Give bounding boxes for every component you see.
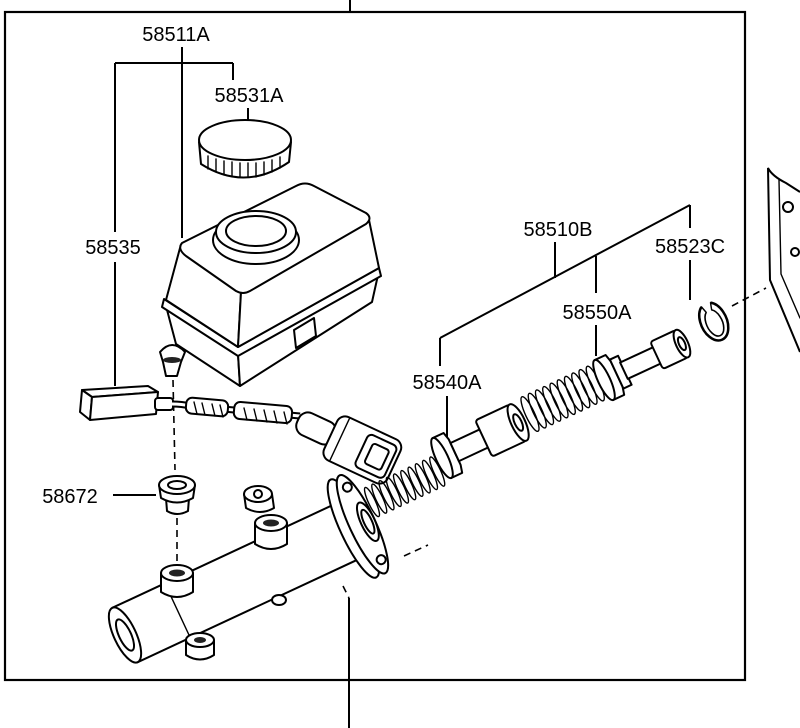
secondary-piston xyxy=(430,403,530,480)
coil xyxy=(407,466,424,497)
cap-top xyxy=(198,119,292,161)
coil xyxy=(520,395,540,433)
part-labels: 58511A 58531A 58535 58510B 58523C 58550A… xyxy=(42,24,725,508)
coil xyxy=(414,463,431,494)
mounting-lug xyxy=(243,485,275,513)
label-reservoir-cap: 58531A xyxy=(215,85,285,107)
leader-58510B-bar xyxy=(439,204,691,339)
coil xyxy=(371,483,388,514)
reservoir-bushing xyxy=(158,475,196,515)
label-snap-ring: 58523C xyxy=(655,236,725,258)
outlet-port-rear-hole xyxy=(194,637,206,643)
label-primary-piston: 58550A xyxy=(563,302,633,324)
guide-sensor-to-bushing xyxy=(172,379,176,471)
coil xyxy=(549,382,569,419)
grommet-band xyxy=(163,357,181,363)
label-bushing: 58672 xyxy=(42,486,98,508)
coil xyxy=(421,459,439,491)
snap-ring-outer xyxy=(698,301,730,342)
primary-end-recess xyxy=(676,336,687,352)
sensor-stub xyxy=(154,397,174,411)
coil xyxy=(556,379,576,416)
bore-inner xyxy=(360,508,376,535)
snap-ring-ends xyxy=(700,301,713,314)
coil xyxy=(385,476,402,508)
connector-latch xyxy=(328,416,351,462)
sensor-connector xyxy=(295,411,403,485)
reservoir-neck-opening xyxy=(225,215,287,247)
coil xyxy=(542,385,562,422)
frame-border xyxy=(3,10,747,682)
inlet-boss-front xyxy=(254,514,288,550)
bracket-hole-lower xyxy=(790,247,800,257)
frame xyxy=(3,0,747,728)
boss-front-hole xyxy=(263,519,279,527)
mounting-bracket xyxy=(767,167,800,353)
bracket-flange xyxy=(778,179,800,319)
label-level-sensor: 58535 xyxy=(85,237,141,259)
label-secondary-piston: 58540A xyxy=(413,372,483,394)
snap-ring xyxy=(698,301,730,342)
master-cylinder xyxy=(107,474,390,664)
secondary-head-recess xyxy=(512,413,525,432)
bracket-outline xyxy=(767,167,800,353)
coil xyxy=(563,375,584,412)
guide-bracket-axis xyxy=(731,287,767,307)
coil xyxy=(578,368,598,405)
label-reservoir-assembly: 58511A xyxy=(142,24,210,46)
boss-rear-hole xyxy=(169,569,185,577)
bottom-leader-dash xyxy=(342,585,350,599)
coil xyxy=(378,479,395,511)
connector-socket xyxy=(364,442,390,471)
secondary-cup-face xyxy=(430,436,454,480)
secondary-spring xyxy=(363,456,446,518)
coil xyxy=(400,469,417,501)
flange-bolt-hole-top xyxy=(341,481,353,493)
bracket-hole-upper xyxy=(782,201,794,213)
reservoir xyxy=(159,182,382,387)
level-sensor xyxy=(79,385,403,485)
harness-tape-hatch xyxy=(193,401,288,425)
harness-tape-2 xyxy=(232,401,294,424)
guide-front-axis xyxy=(403,544,429,557)
cylinder-barrel xyxy=(111,501,366,664)
cap-ribs xyxy=(207,155,281,178)
lug-hole xyxy=(253,489,263,499)
coil xyxy=(429,456,446,487)
bushing-hole xyxy=(167,480,187,490)
coil xyxy=(527,392,547,429)
primary-piston xyxy=(592,328,692,402)
outlet-port-side xyxy=(271,594,287,606)
cylinder-body xyxy=(107,474,390,664)
leader-lines xyxy=(113,47,691,496)
snap-ring-inner xyxy=(704,309,725,337)
flange-bolt-hole-bottom xyxy=(375,554,387,566)
primary-cup-face xyxy=(592,358,616,402)
sensor-side xyxy=(89,391,159,421)
coil xyxy=(363,486,381,518)
inlet-boss-rear xyxy=(160,564,194,598)
primary-spring xyxy=(520,365,605,433)
coil xyxy=(571,372,591,409)
reservoir-notch xyxy=(293,317,317,349)
label-piston-kit: 58510B xyxy=(524,219,593,241)
reservoir-cap xyxy=(198,119,292,179)
coil xyxy=(392,473,410,504)
cylinder-rear-bore xyxy=(114,618,136,652)
coil xyxy=(534,389,555,426)
